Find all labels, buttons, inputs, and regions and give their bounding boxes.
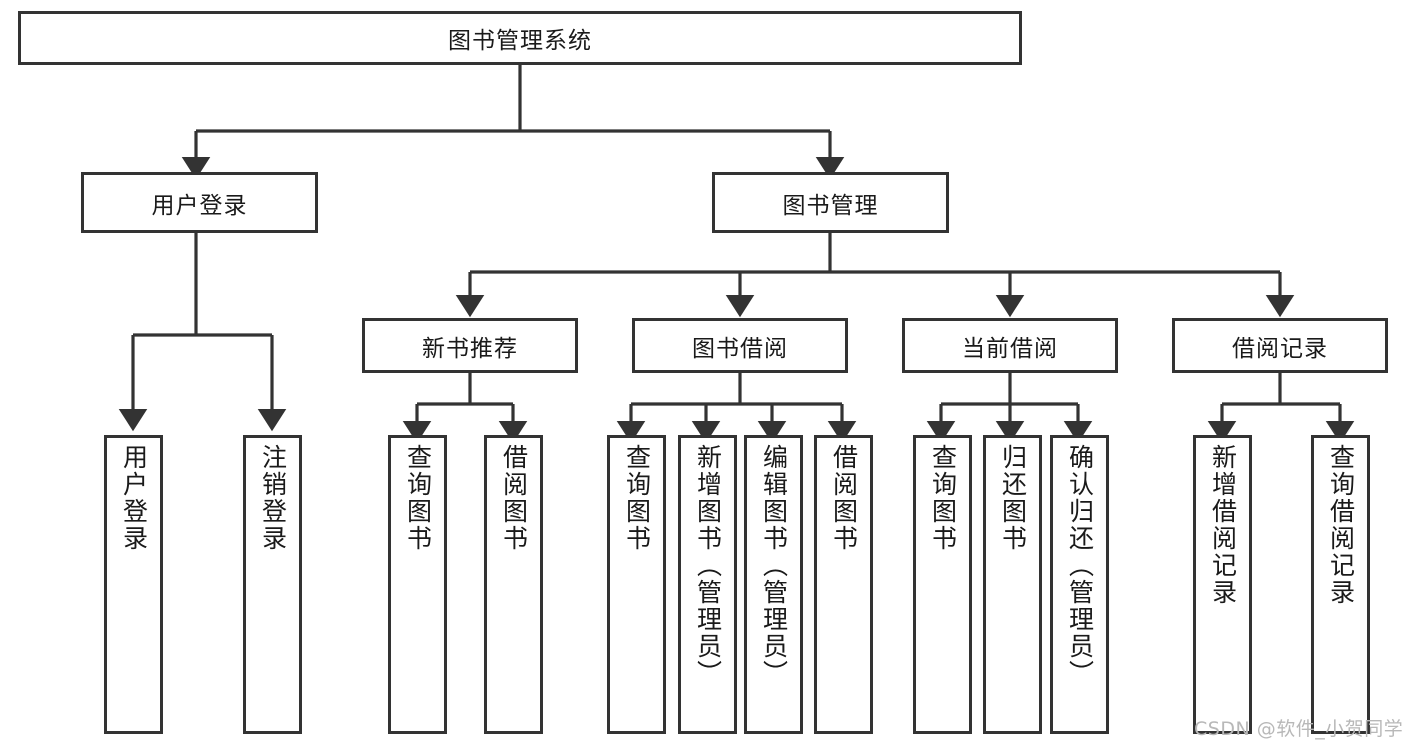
node-borrow-record[interactable]: 借阅记录 [1172, 318, 1388, 373]
leaf-current-borrow-confirm-return-admin[interactable]: 确认归还（管理员） [1050, 435, 1109, 734]
leaf-label: 借阅图书 [499, 444, 529, 552]
node-label: 图书借阅 [692, 335, 788, 362]
leaf-current-borrow-return-book[interactable]: 归还图书 [983, 435, 1042, 734]
node-book-borrow[interactable]: 图书借阅 [632, 318, 848, 373]
csdn-watermark: CSDN @软件_小贺同学 [1194, 718, 1404, 740]
leaf-label: 新增图书（管理员） [693, 444, 723, 687]
leaf-book-borrow-edit-book-admin[interactable]: 编辑图书（管理员） [744, 435, 803, 734]
leaf-book-borrow-add-book-admin[interactable]: 新增图书（管理员） [678, 435, 737, 734]
node-root-book-management-system[interactable]: 图书管理系统 [18, 11, 1022, 65]
leaf-label: 归还图书 [998, 444, 1028, 552]
leaf-label: 查询图书 [622, 444, 652, 552]
node-current-borrow[interactable]: 当前借阅 [902, 318, 1118, 373]
leaf-label: 用户登录 [119, 444, 149, 552]
leaf-new-book-query-book[interactable]: 查询图书 [388, 435, 447, 734]
leaf-borrow-record-add-record[interactable]: 新增借阅记录 [1193, 435, 1252, 734]
leaf-label: 查询图书 [403, 444, 433, 552]
node-label: 新书推荐 [422, 335, 518, 362]
node-label: 用户登录 [151, 192, 248, 219]
leaf-borrow-record-query-record[interactable]: 查询借阅记录 [1311, 435, 1370, 734]
leaf-book-borrow-borrow-book[interactable]: 借阅图书 [814, 435, 873, 734]
node-new-book-recommend[interactable]: 新书推荐 [362, 318, 578, 373]
leaf-label: 借阅图书 [829, 444, 859, 552]
node-label: 图书管理系统 [448, 28, 592, 54]
leaf-book-borrow-query-book[interactable]: 查询图书 [607, 435, 666, 734]
node-label: 借阅记录 [1232, 335, 1328, 362]
leaf-label: 查询图书 [928, 444, 958, 552]
leaf-new-book-borrow-book[interactable]: 借阅图书 [484, 435, 543, 734]
leaf-user-login-logout[interactable]: 注销登录 [243, 435, 302, 734]
node-label: 图书管理 [782, 192, 879, 219]
leaf-label: 编辑图书（管理员） [759, 444, 789, 687]
leaf-label: 新增借阅记录 [1208, 444, 1238, 606]
leaf-current-borrow-query-book[interactable]: 查询图书 [913, 435, 972, 734]
node-book-management[interactable]: 图书管理 [712, 172, 949, 233]
leaf-label: 查询借阅记录 [1326, 444, 1356, 606]
node-label: 当前借阅 [962, 335, 1058, 362]
node-user-login[interactable]: 用户登录 [81, 172, 318, 233]
leaf-label: 注销登录 [258, 444, 288, 552]
leaf-label: 确认归还（管理员） [1065, 444, 1095, 687]
leaf-user-login-login[interactable]: 用户登录 [104, 435, 163, 734]
